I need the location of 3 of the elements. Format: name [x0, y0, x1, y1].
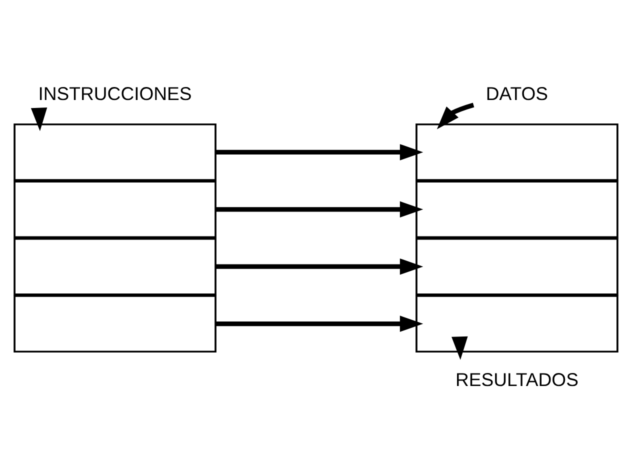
node-text: INSTRUCCIONES	[38, 82, 192, 104]
node-text: DATOS	[486, 82, 548, 104]
node-text: RESULTADOS	[455, 368, 578, 390]
